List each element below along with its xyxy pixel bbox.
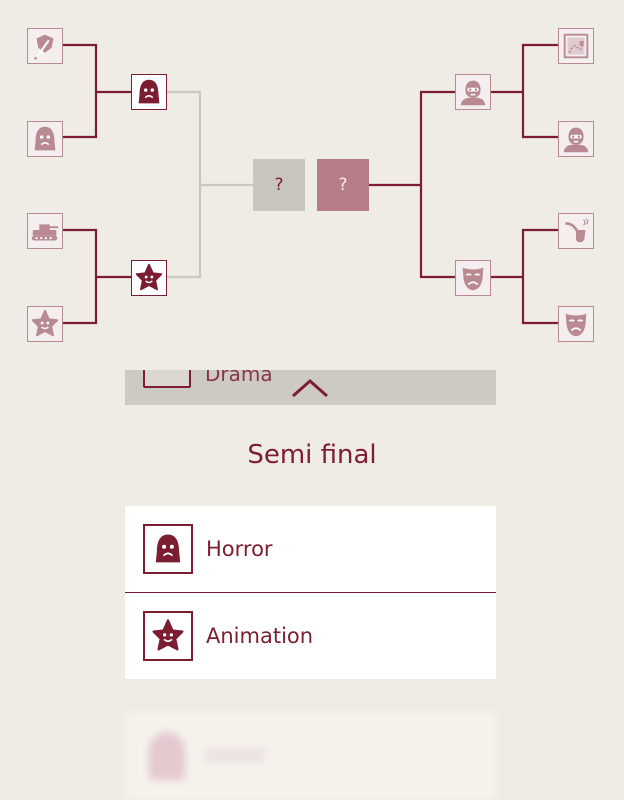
blurred-label [205,748,265,762]
choice-label: Animation [206,624,314,648]
bracket-semi-right-top[interactable] [455,74,491,110]
previous-choice-label: Drama [205,370,273,386]
bracket-semi-right-bottom[interactable] [455,260,491,296]
tournament-bracket: ? ? [0,0,624,360]
tank-icon [31,224,59,241]
star-face-icon [135,263,163,291]
sword-shield-icon [33,33,55,61]
bracket-slot-mask[interactable] [558,306,594,342]
ghost-icon [137,78,161,105]
bracket-slot-sword[interactable] [27,28,63,64]
star-face-icon [152,619,184,651]
choice-icon [143,611,193,661]
next-round-card-blurred [125,712,496,800]
choice-horror[interactable]: Horror [125,506,496,592]
collapse-previous-round-bar[interactable]: Drama [125,370,496,405]
blurred-icon [149,732,185,780]
bracket-slot-star[interactable] [27,306,63,342]
drama-mask-icon [461,266,485,292]
chevron-up-icon[interactable] [290,376,330,400]
masked-robber-icon [563,127,589,153]
bracket-slot-map[interactable] [558,28,594,64]
star-face-icon [31,309,59,337]
round-title: Semi final [247,440,377,470]
final-slot-left[interactable]: ? [253,159,305,211]
bracket-semi-animation[interactable] [131,260,167,296]
bracket-slot-ghost[interactable] [27,121,63,157]
bracket-semi-horror[interactable] [131,74,167,110]
masked-robber-icon [460,80,486,106]
ghost-icon [154,533,182,564]
treasure-map-icon [563,33,589,59]
sad-mask-icon [564,312,588,338]
bracket-lines [62,43,561,325]
bracket-slot-pipe[interactable] [558,213,594,249]
bracket-slot-robber[interactable] [558,121,594,157]
ghost-icon [33,125,57,152]
choice-icon [143,524,193,574]
previous-choice-icon [143,370,191,388]
final-slot-right[interactable]: ? [317,159,369,211]
bracket-slot-tank[interactable] [27,213,63,249]
choice-animation[interactable]: Animation [125,592,496,679]
choice-label: Horror [206,537,273,561]
smoking-pipe-icon [565,217,590,244]
